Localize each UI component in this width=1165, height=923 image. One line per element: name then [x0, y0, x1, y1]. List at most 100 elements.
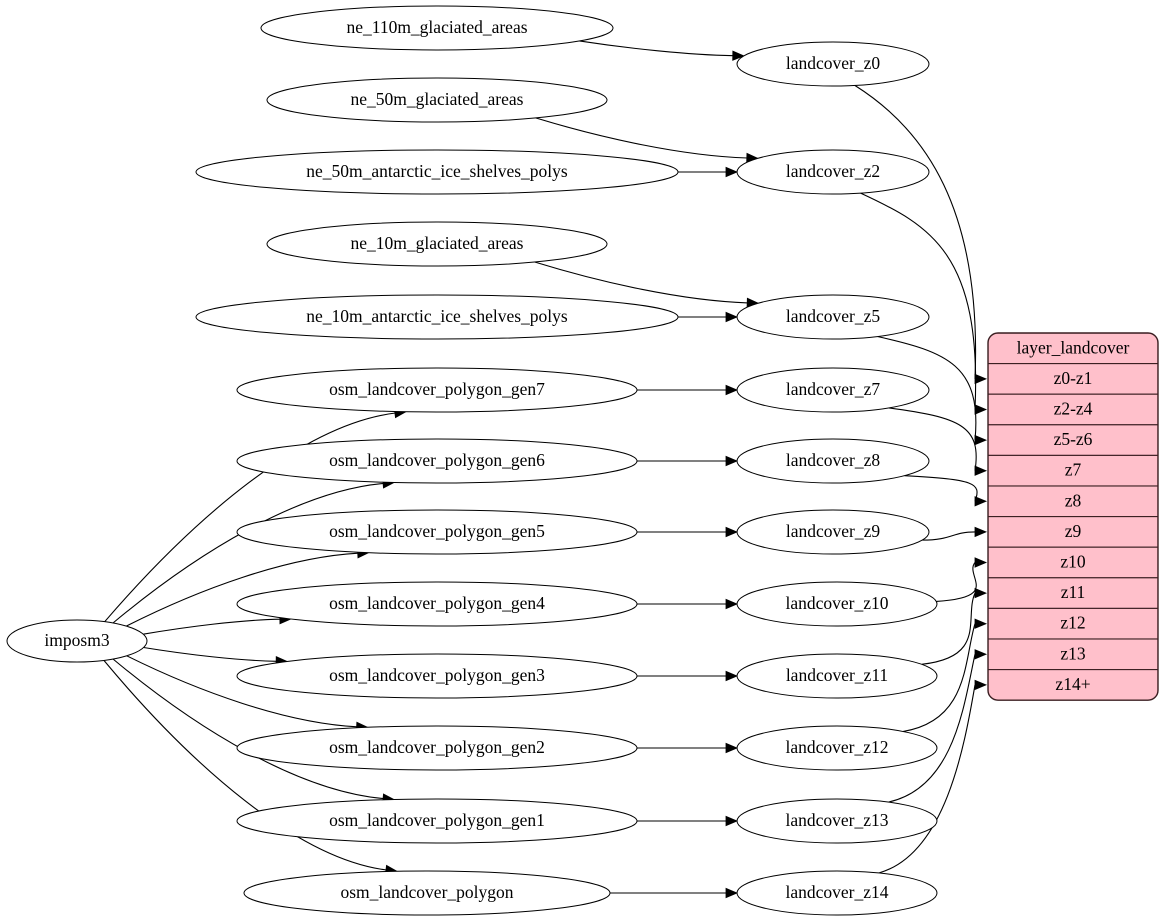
node-shape	[6, 619, 148, 663]
table-row-cell[interactable]	[988, 516, 1158, 548]
table-layer: layer_landcoverz0-z1z2-z4z5-z6z7z8z9z10z…	[987, 332, 1159, 701]
node-label: osm_landcover_polygon_gen5	[329, 521, 545, 541]
node-ne_50m_antarctic_ice_shelves_polys[interactable]: ne_50m_antarctic_ice_shelves_polys	[195, 149, 679, 195]
node-landcover_z10[interactable]: landcover_z10	[736, 581, 938, 627]
edge-arrowhead	[725, 166, 739, 178]
node-landcover_z8[interactable]: landcover_z8	[736, 438, 930, 484]
edge-landcover_z12-to-table-z12	[902, 623, 976, 733]
edge-landcover_z9-to-table-z9	[922, 531, 976, 541]
table-row-label: z12	[1060, 613, 1085, 633]
node-osm_landcover_polygon[interactable]: osm_landcover_polygon	[243, 870, 611, 916]
edge-ne_50m_glaciated_areas-to-landcover_z2	[535, 117, 748, 159]
table-row-label: z9	[1065, 521, 1082, 541]
node-shape	[736, 653, 938, 699]
edge-arrowhead	[725, 887, 739, 899]
node-imposm3[interactable]: imposm3	[6, 619, 148, 663]
table-row-cell[interactable]	[988, 638, 1158, 671]
node-ne_10m_antarctic_ice_shelves_polys[interactable]: ne_10m_antarctic_ice_shelves_polys	[195, 294, 679, 340]
node-osm_landcover_polygon_gen4[interactable]: osm_landcover_polygon_gen4	[236, 581, 638, 627]
edge-arrowhead	[725, 526, 739, 538]
table-row-cell[interactable]	[988, 454, 1158, 487]
table-row-cell[interactable]	[988, 424, 1158, 456]
edge-imposm3-to-osm_landcover_polygon_gen5	[126, 552, 359, 627]
edge-arrowhead	[725, 742, 739, 754]
node-shape	[236, 367, 638, 413]
table-row-cell[interactable]	[988, 393, 1158, 426]
node-landcover_z14[interactable]: landcover_z14	[736, 870, 938, 916]
node-shape	[236, 653, 638, 699]
table-outline	[987, 332, 1159, 701]
node-label: ne_10m_antarctic_ice_shelves_polys	[306, 306, 568, 326]
node-label: osm_landcover_polygon_gen6	[329, 450, 545, 470]
table-row-label: z0-z1	[1054, 368, 1093, 388]
table-row-label: z11	[1061, 582, 1086, 602]
node-osm_landcover_polygon_gen3[interactable]: osm_landcover_polygon_gen3	[236, 653, 638, 699]
node-osm_landcover_polygon_gen7[interactable]: osm_landcover_polygon_gen7	[236, 367, 638, 413]
edge-arrowhead	[974, 404, 988, 415]
node-ne_50m_glaciated_areas[interactable]: ne_50m_glaciated_areas	[266, 77, 608, 123]
edge-arrowhead	[725, 670, 739, 682]
node-shape	[260, 5, 614, 51]
node-shape	[195, 294, 679, 340]
table-row-label: z2-z4	[1054, 399, 1093, 419]
edge-arrowhead	[974, 679, 988, 691]
node-label: landcover_z9	[786, 521, 881, 541]
node-osm_landcover_polygon_gen1[interactable]: osm_landcover_polygon_gen1	[236, 798, 638, 844]
table-row-cell[interactable]	[988, 607, 1158, 640]
edge-arrowhead	[974, 434, 988, 446]
table-row-cell[interactable]	[988, 546, 1158, 579]
node-landcover_z0[interactable]: landcover_z0	[736, 41, 930, 87]
node-label: osm_landcover_polygon_gen2	[329, 737, 545, 757]
node-label: landcover_z5	[786, 306, 881, 326]
edge-arrowhead	[725, 815, 739, 827]
node-landcover_z13[interactable]: landcover_z13	[736, 798, 938, 844]
node-label: osm_landcover_polygon_gen7	[329, 379, 545, 399]
node-label: landcover_z13	[785, 810, 888, 830]
node-shape	[736, 367, 930, 413]
node-shape	[736, 725, 938, 771]
edge-imposm3-to-osm_landcover_polygon_gen2	[126, 655, 358, 728]
node-landcover_z11[interactable]: landcover_z11	[736, 653, 938, 699]
node-landcover_z12[interactable]: landcover_z12	[736, 725, 938, 771]
node-label: landcover_z7	[786, 379, 881, 399]
node-label: ne_50m_antarctic_ice_shelves_polys	[306, 161, 568, 181]
node-osm_landcover_polygon_gen6[interactable]: osm_landcover_polygon_gen6	[236, 438, 638, 484]
node-label: ne_110m_glaciated_areas	[346, 17, 527, 37]
layer-landcover-table: layer_landcoverz0-z1z2-z4z5-z6z7z8z9z10z…	[988, 333, 1158, 701]
edge-landcover_z2-to-table-z2-z4	[860, 192, 977, 410]
node-osm_landcover_polygon_gen5[interactable]: osm_landcover_polygon_gen5	[236, 509, 638, 555]
node-landcover_z7[interactable]: landcover_z7	[736, 367, 930, 413]
edge-arrowhead	[725, 598, 739, 610]
node-landcover_z9[interactable]: landcover_z9	[736, 509, 930, 555]
node-osm_landcover_polygon_gen2[interactable]: osm_landcover_polygon_gen2	[236, 725, 638, 771]
edge-landcover_z8-to-table-z8	[904, 475, 978, 502]
node-label: landcover_z11	[786, 665, 888, 685]
table-row-label: z10	[1060, 552, 1086, 572]
node-shape	[236, 509, 638, 555]
node-label: landcover_z14	[785, 882, 888, 902]
table-row-cell[interactable]	[988, 485, 1158, 518]
node-shape	[195, 149, 679, 195]
node-label: osm_landcover_polygon_gen3	[329, 665, 545, 685]
node-landcover_z5[interactable]: landcover_z5	[736, 294, 930, 340]
edge-arrowhead	[725, 311, 739, 323]
edge-arrowhead	[732, 50, 745, 61]
edge-arrowhead	[974, 465, 988, 476]
node-shape	[736, 581, 938, 627]
node-ne_10m_glaciated_areas[interactable]: ne_10m_glaciated_areas	[266, 221, 608, 267]
node-landcover_z2[interactable]: landcover_z2	[736, 149, 930, 195]
node-layer: imposm3 ne_110m_glaciated_areas ne_50m_gla…	[6, 5, 938, 916]
edge-ne_10m_glaciated_areas-to-landcover_z5	[534, 261, 748, 304]
edge-arrowhead	[974, 526, 988, 538]
edge-landcover_z5-to-table-z5-z6	[877, 335, 977, 441]
node-label: landcover_z0	[786, 53, 881, 73]
node-label: landcover_z10	[785, 593, 888, 613]
edge-landcover_z14-to-table-z14+	[878, 684, 976, 874]
node-shape	[736, 438, 930, 484]
edge-landcover_z11-to-table-z11	[921, 592, 976, 665]
node-label: osm_landcover_polygon_gen1	[329, 810, 545, 830]
edge-landcover_z0-to-table-z0-z1	[854, 84, 977, 379]
node-ne_110m_glaciated_areas[interactable]: ne_110m_glaciated_areas	[260, 5, 614, 51]
